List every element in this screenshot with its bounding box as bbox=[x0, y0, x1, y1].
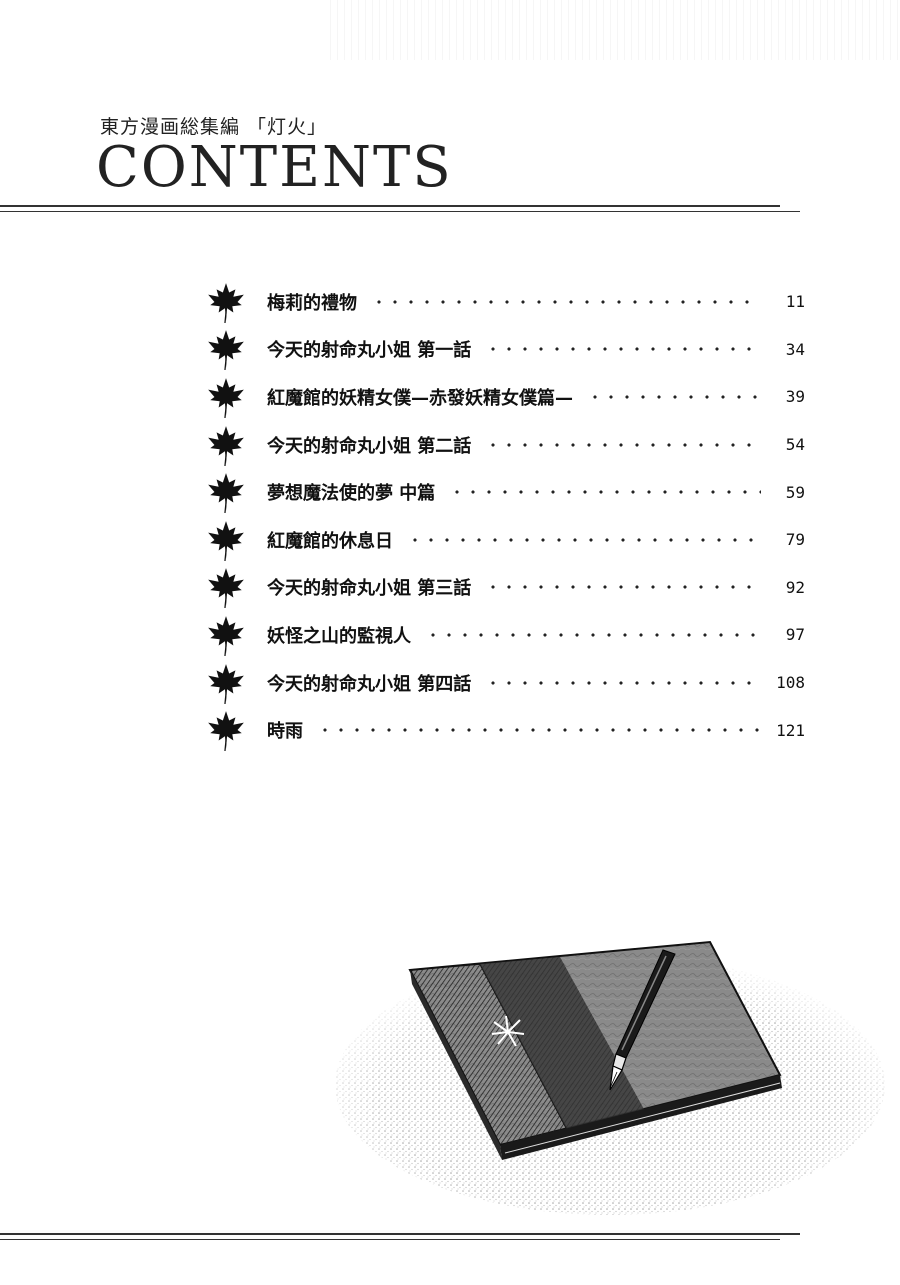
dot-leader bbox=[587, 394, 761, 399]
toc-entry-page: 39 bbox=[785, 387, 805, 407]
toc-entry-page: 97 bbox=[785, 625, 805, 645]
bottom-divider-thin bbox=[0, 1239, 780, 1240]
dot-leader bbox=[449, 490, 761, 495]
maple-leaf-icon bbox=[205, 328, 247, 371]
dot-leader bbox=[407, 537, 761, 542]
maple-leaf-icon bbox=[205, 471, 247, 514]
toc-entry-title: 今天的射命丸小姐 第二話 bbox=[267, 435, 472, 457]
toc-entry-title: 時雨 bbox=[267, 721, 303, 743]
dot-leader bbox=[425, 632, 761, 637]
bottom-divider bbox=[0, 1233, 800, 1235]
toc-entry-page: 34 bbox=[785, 339, 805, 359]
toc-entry[interactable]: 紅魔館的妖精女僕—赤發妖精女僕篇— 39 bbox=[205, 373, 805, 421]
notebook-with-pen-icon bbox=[330, 940, 890, 1220]
toc-entry-page: 121 bbox=[776, 720, 805, 740]
top-decoration bbox=[330, 0, 900, 60]
maple-leaf-icon bbox=[205, 566, 247, 609]
toc-entry-title: 梅莉的禮物 bbox=[267, 292, 357, 314]
toc-entry-page: 11 bbox=[785, 292, 805, 312]
toc-entry-title: 紅魔館的休息日 bbox=[267, 530, 393, 552]
maple-leaf-icon bbox=[205, 424, 247, 466]
toc-entry-page: 59 bbox=[785, 482, 805, 502]
toc-entry-page: 79 bbox=[785, 530, 805, 550]
dot-leader bbox=[371, 299, 761, 304]
top-divider-thin bbox=[0, 211, 800, 212]
toc-entry-title: 紅魔館的妖精女僕—赤發妖精女僕篇— bbox=[267, 387, 573, 409]
toc-entry-title: 妖怪之山的監視人 bbox=[267, 625, 411, 647]
toc-entry-title: 今天的射命丸小姐 第一話 bbox=[267, 340, 472, 362]
toc-entry-page: 92 bbox=[785, 577, 805, 597]
dot-leader bbox=[485, 585, 761, 590]
notebook-illustration bbox=[330, 920, 890, 1220]
collection-subtitle: 東方漫画総集編 「灯火」 bbox=[100, 116, 328, 138]
toc-entry-title: 今天的射命丸小姐 第三話 bbox=[267, 578, 472, 600]
toc-entry[interactable]: 今天的射命丸小姐 第一話 34 bbox=[205, 326, 805, 374]
toc-entry-page: 54 bbox=[785, 435, 805, 455]
toc-entry[interactable]: 紅魔館的休息日 79 bbox=[205, 516, 805, 564]
maple-leaf-icon bbox=[205, 281, 247, 323]
maple-leaf-icon bbox=[205, 376, 247, 418]
maple-leaf-icon bbox=[205, 709, 247, 752]
toc-entry[interactable]: 時雨 121 bbox=[205, 706, 805, 754]
toc-entry[interactable]: 妖怪之山的監視人 97 bbox=[205, 611, 805, 659]
toc-entry[interactable]: 夢想魔法使的夢 中篇 59 bbox=[205, 468, 805, 516]
dot-leader bbox=[317, 728, 761, 733]
maple-leaf-icon bbox=[205, 519, 247, 561]
dot-leader bbox=[485, 347, 761, 352]
toc-entry-title: 今天的射命丸小姐 第四話 bbox=[267, 673, 472, 695]
toc-entry[interactable]: 梅莉的禮物 11 bbox=[205, 278, 805, 326]
toc-entry[interactable]: 今天的射命丸小姐 第三話 92 bbox=[205, 564, 805, 612]
dot-leader bbox=[485, 680, 761, 685]
dot-leader bbox=[485, 442, 761, 447]
toc-entry-title: 夢想魔法使的夢 中篇 bbox=[267, 483, 436, 505]
top-divider bbox=[0, 205, 780, 207]
toc-entry[interactable]: 今天的射命丸小姐 第二話 54 bbox=[205, 421, 805, 469]
toc-entry-page: 108 bbox=[776, 673, 805, 693]
maple-leaf-icon bbox=[205, 614, 247, 656]
table-of-contents: 梅莉的禮物 11 今天的射命丸小姐 第一話 34 紅魔館的妖精女僕—赤發妖精女僕… bbox=[205, 278, 805, 754]
maple-leaf-icon bbox=[205, 662, 247, 704]
toc-entry[interactable]: 今天的射命丸小姐 第四話 108 bbox=[205, 659, 805, 707]
page-title: CONTENTS bbox=[96, 135, 453, 200]
